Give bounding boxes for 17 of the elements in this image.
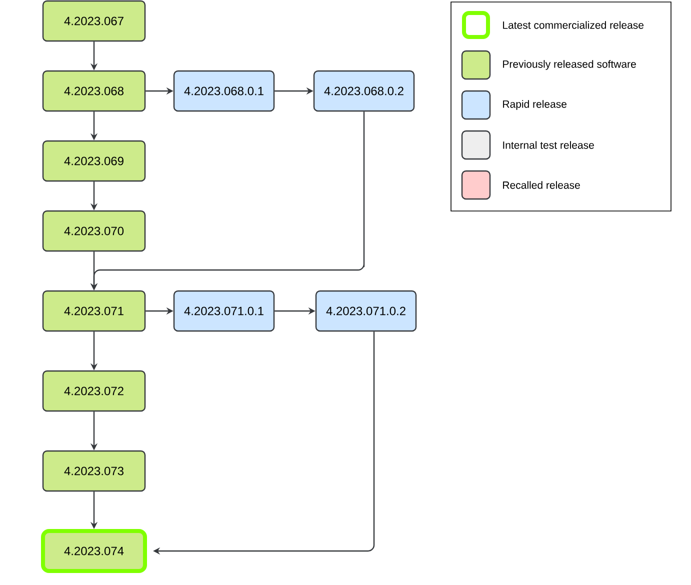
release-box: 4.2023.069 <box>42 140 146 182</box>
legend-label: Internal test release <box>503 141 594 149</box>
release-box: 4.2023.070 <box>42 210 146 252</box>
legend-label: Previously released software <box>503 60 636 70</box>
release-box: 4.2023.067 <box>42 0 146 42</box>
release-box: 4.2023.068.0.2 <box>313 70 415 112</box>
legend-label: Latest commercialized release <box>503 21 644 29</box>
release-box: 4.2023.073 <box>42 450 146 492</box>
legend-label: Recalled release <box>503 181 580 189</box>
release-box: 4.2023.068 <box>42 70 146 112</box>
release-box: 4.2023.072 <box>42 370 146 412</box>
release-box: 4.2023.068.0.1 <box>173 70 275 112</box>
release-box: 4.2023.074 <box>41 529 147 573</box>
release-box: 4.2023.071.0.2 <box>315 290 417 332</box>
release-box: 4.2023.071 <box>42 290 146 332</box>
release-box: 4.2023.071.0.1 <box>173 290 275 332</box>
legend-label: Rapid release <box>503 100 566 110</box>
